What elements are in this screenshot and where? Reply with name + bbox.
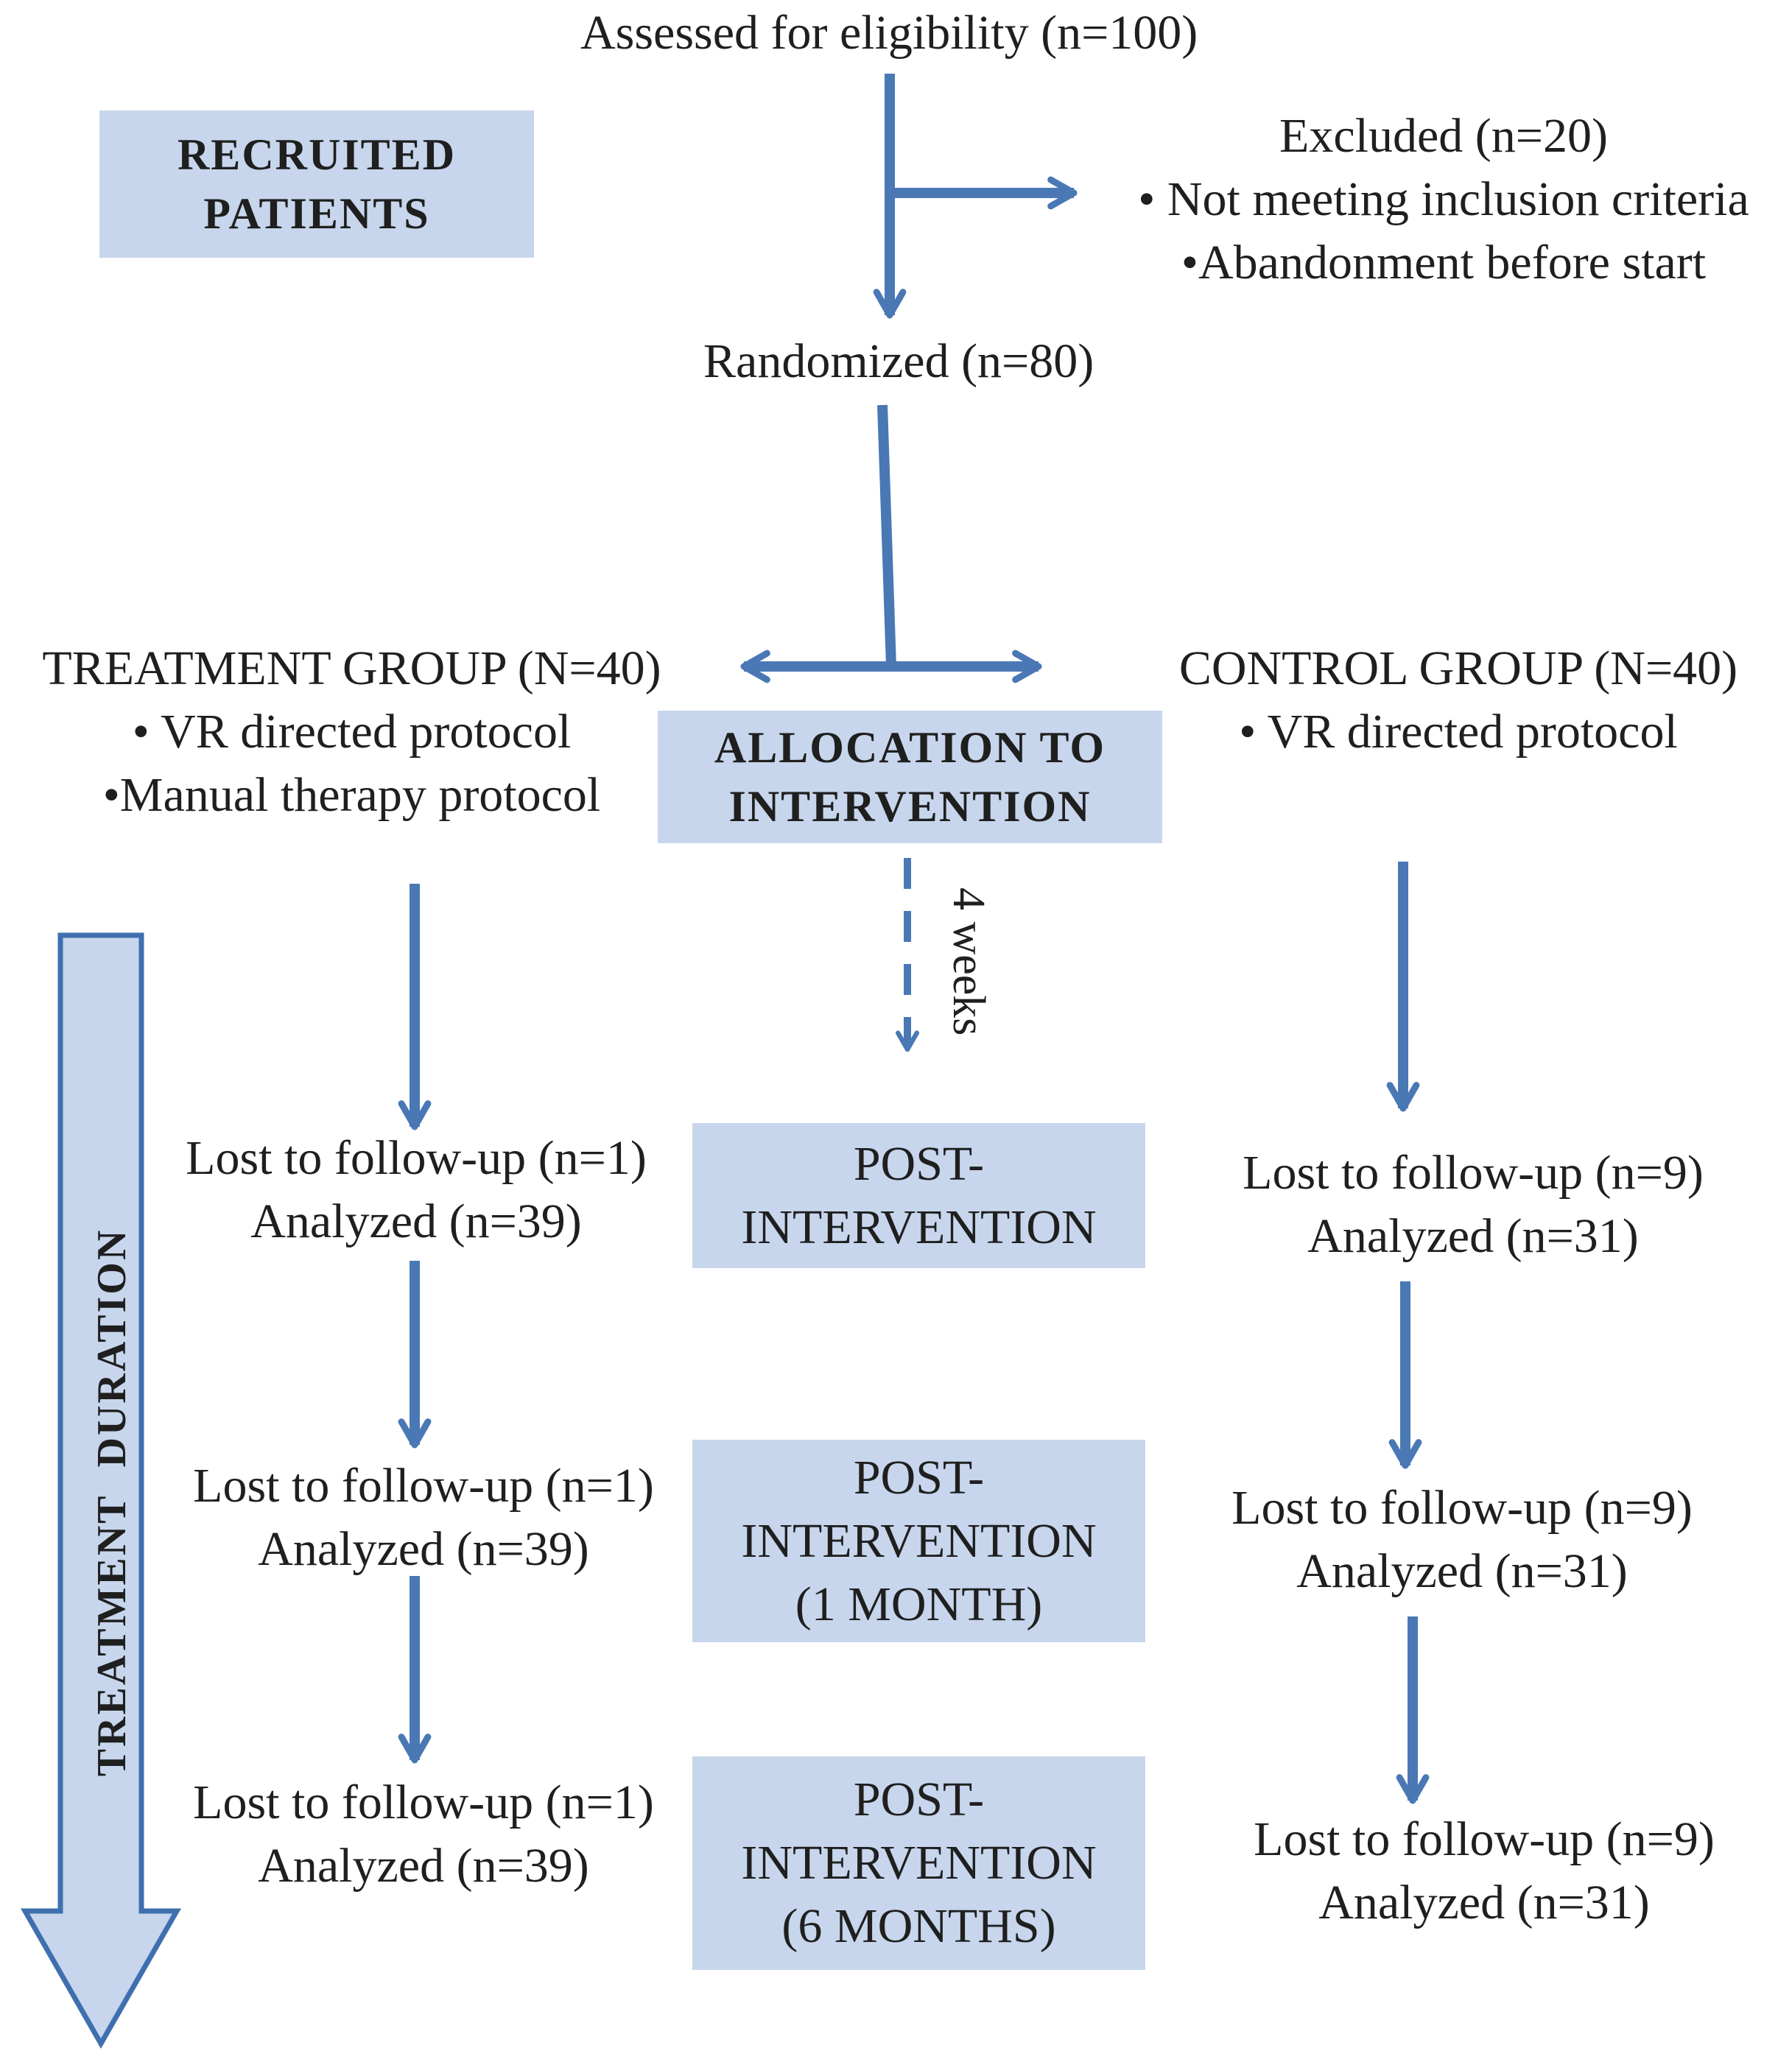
- stage2-treatment-lost: Lost to follow-up (n=1): [193, 1459, 654, 1513]
- stage1-control-analyzed: Analyzed (n=31): [1307, 1209, 1639, 1263]
- stage3-treatment-analyzed: Analyzed (n=39): [258, 1839, 589, 1893]
- stage3-label-line-1: POST-: [853, 1773, 985, 1826]
- recruited-label-line-1: RECRUITED: [177, 130, 457, 179]
- control-group-title: CONTROL GROUP (N=40): [1178, 641, 1738, 695]
- stage2-label-line-2: INTERVENTION: [741, 1513, 1097, 1568]
- allocation-label-line-1: ALLOCATION TO: [714, 723, 1106, 772]
- stage3-control-analyzed: Analyzed (n=31): [1318, 1876, 1650, 1929]
- assessed-for-eligibility: Assessed for eligibility (n=100): [580, 6, 1198, 60]
- excluded-block: Excluded (n=20) • Not meeting inclusion …: [1105, 105, 1782, 295]
- excluded-reason-abandonment: •Abandonment before start: [1181, 236, 1707, 289]
- excluded-title: Excluded (n=20): [1279, 109, 1608, 163]
- stage1-label-line-2: INTERVENTION: [741, 1200, 1097, 1254]
- four-weeks-label: 4 weeks: [944, 887, 994, 1036]
- stage2-label-line-3: (1 MONTH): [795, 1577, 1043, 1631]
- stage2-control-analyzed: Analyzed (n=31): [1296, 1544, 1628, 1598]
- excluded-reason-inclusion: • Not meeting inclusion criteria: [1138, 172, 1749, 226]
- control-group-block: CONTROL GROUP (N=40) • VR directed proto…: [1134, 637, 1782, 764]
- stage2-control-result: Lost to follow-up (n=9) Analyzed (n=31): [1160, 1477, 1764, 1603]
- treatment-duration-arrow: [20, 932, 182, 2049]
- stage2-treatment-analyzed: Analyzed (n=39): [258, 1522, 589, 1576]
- treatment-group-block: TREATMENT GROUP (N=40) • VR directed pro…: [7, 637, 696, 827]
- stage2-control-lost: Lost to follow-up (n=9): [1231, 1481, 1693, 1535]
- stage2-treatment-result: Lost to follow-up (n=1) Analyzed (n=39): [125, 1454, 722, 1581]
- stage3-control-lost: Lost to follow-up (n=9): [1254, 1812, 1715, 1866]
- treatment-item-manual: •Manual therapy protocol: [102, 768, 601, 822]
- stage3-label-line-3: (6 MONTHS): [781, 1899, 1056, 1953]
- stage3-treatment-lost: Lost to follow-up (n=1): [193, 1776, 654, 1829]
- stage3-control-result: Lost to follow-up (n=9) Analyzed (n=31): [1182, 1808, 1786, 1935]
- stage1-control-lost: Lost to follow-up (n=9): [1243, 1146, 1704, 1200]
- stage2-label-line-1: POST-: [853, 1450, 985, 1505]
- stage1-treatment-result: Lost to follow-up (n=1) Analyzed (n=39): [118, 1127, 714, 1253]
- stage1-post-intervention-label: POST- INTERVENTION: [692, 1123, 1145, 1268]
- treatment-item-vr: • VR directed protocol: [132, 705, 572, 759]
- control-item-vr: • VR directed protocol: [1239, 705, 1678, 759]
- recruited-label-line-2: PATIENTS: [203, 189, 430, 238]
- allocation-to-intervention-label: ALLOCATION TO INTERVENTION: [658, 711, 1162, 843]
- stage3-label-line-2: INTERVENTION: [741, 1836, 1097, 1890]
- stage3-treatment-result: Lost to follow-up (n=1) Analyzed (n=39): [125, 1771, 722, 1898]
- stage1-treatment-lost: Lost to follow-up (n=1): [186, 1131, 647, 1185]
- stage1-control-result: Lost to follow-up (n=9) Analyzed (n=31): [1171, 1141, 1775, 1268]
- stage3-post-intervention-label: POST- INTERVENTION (6 MONTHS): [692, 1756, 1145, 1970]
- arrow-randomized-stem: [877, 404, 896, 667]
- randomized: Randomized (n=80): [703, 334, 1094, 388]
- recruited-patients-label: RECRUITED PATIENTS: [99, 110, 534, 258]
- allocation-label-line-2: INTERVENTION: [728, 782, 1092, 831]
- treatment-group-title: TREATMENT GROUP (N=40): [42, 641, 661, 695]
- stage2-post-intervention-label: POST- INTERVENTION (1 MONTH): [692, 1440, 1145, 1642]
- stage1-treatment-analyzed: Analyzed (n=39): [250, 1194, 582, 1248]
- stage1-label-line-1: POST-: [853, 1136, 985, 1191]
